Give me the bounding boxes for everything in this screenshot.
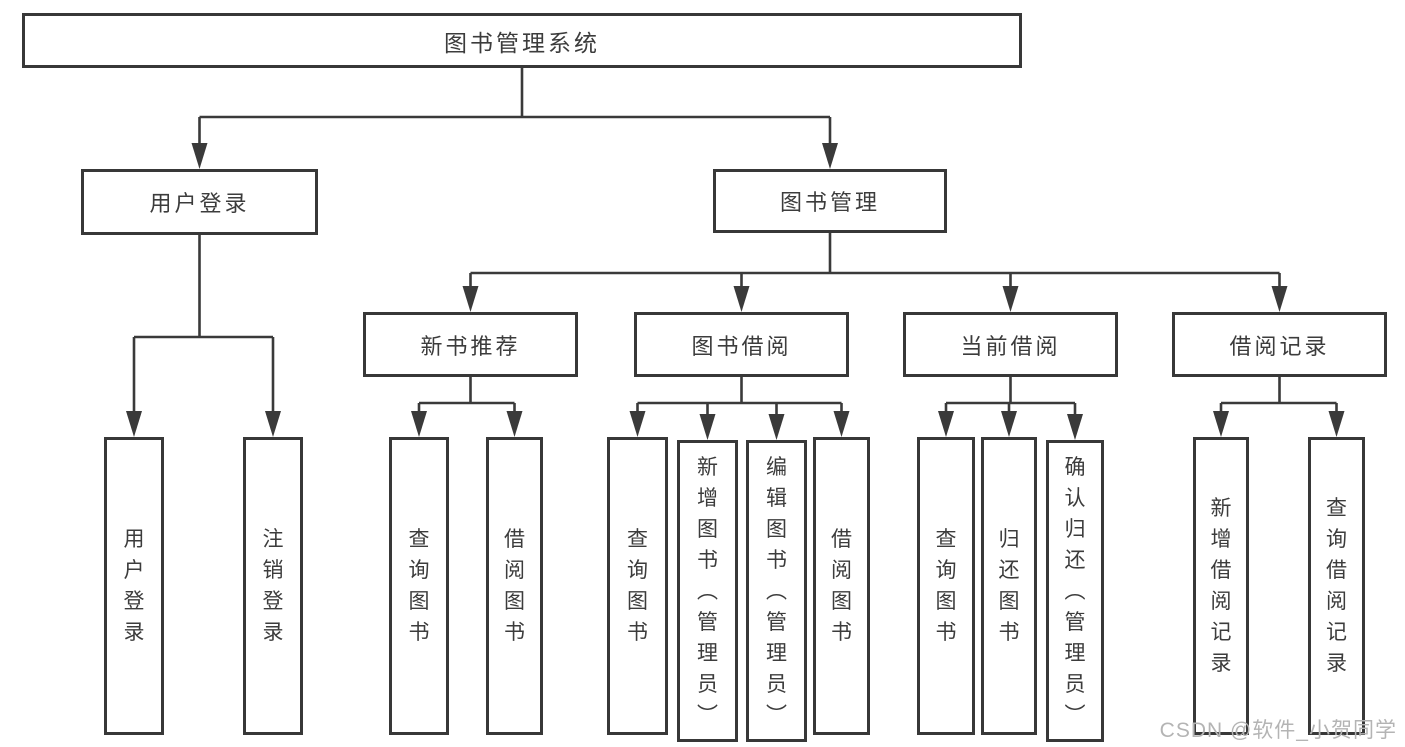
arrow-icon	[768, 414, 785, 440]
arrow-icon	[938, 411, 954, 437]
arrow-icon	[629, 411, 646, 437]
arrow-icon	[1213, 411, 1229, 437]
arrow-icon	[1002, 286, 1019, 312]
node-book-management-label: 图书管理	[779, 190, 880, 215]
leaf-cb-confirm-return-admin-label: 确认归还︵管理员︶	[1064, 455, 1086, 727]
arrow-icon	[699, 414, 716, 440]
leaf-cb-return-books: 归还图书	[981, 437, 1037, 735]
edge-userlogin-to-children	[132, 235, 275, 414]
arrow-icon	[191, 143, 208, 169]
leaf-bb-edit-books-admin-label: 编辑图书︵管理员︶	[766, 455, 787, 727]
edge-borrowrecords-to-children	[1219, 377, 1338, 414]
node-library-system-label: 图书管理系统	[444, 29, 600, 56]
arrow-icon	[833, 411, 850, 437]
arrow-icon	[1271, 286, 1288, 312]
leaf-nbr-query-books: 查询图书	[389, 437, 449, 735]
leaf-cb-return-books-label: 归还图书	[998, 528, 1020, 644]
arrow-icon	[1001, 411, 1017, 437]
edge-bookborrow-to-children	[636, 377, 843, 417]
leaf-bb-borrow-books-label: 借阅图书	[831, 528, 852, 644]
arrow-icon	[506, 411, 523, 437]
leaf-user-login: 用户登录	[104, 437, 164, 735]
leaf-logout: 注销登录	[243, 437, 303, 735]
node-current-borrowing-label: 当前借阅	[960, 333, 1061, 359]
node-user-login-group: 用户登录	[81, 169, 318, 235]
edge-root-to-level2	[198, 68, 832, 146]
node-library-system: 图书管理系统	[22, 13, 1022, 68]
arrowheads	[126, 143, 1345, 440]
watermark: CSDN @软件_小贺同学	[1159, 719, 1397, 742]
leaf-br-query-record: 查询借阅记录	[1308, 437, 1365, 735]
arrow-icon	[411, 411, 427, 437]
node-borrowing-records: 借阅记录	[1172, 312, 1387, 377]
leaf-bb-add-books-admin: 新增图书︵管理员︶	[677, 440, 738, 742]
arrow-icon	[1067, 414, 1083, 440]
edge-bookmgmt-to-level3	[469, 233, 1281, 290]
node-book-borrowing: 图书借阅	[634, 312, 849, 377]
node-book-borrowing-label: 图书借阅	[691, 333, 792, 359]
edge-newbookrec-to-children	[417, 377, 516, 414]
leaf-nbr-borrow-books: 借阅图书	[486, 437, 543, 735]
leaf-bb-edit-books-admin: 编辑图书︵管理员︶	[746, 440, 807, 742]
leaf-br-add-record-label: 新增借阅记录	[1210, 497, 1232, 675]
leaf-nbr-borrow-books-label: 借阅图书	[504, 528, 525, 644]
leaf-bb-query-books-label: 查询图书	[627, 528, 648, 644]
arrow-icon	[822, 143, 838, 169]
node-new-book-recommend-label: 新书推荐	[420, 333, 521, 359]
leaf-bb-query-books: 查询图书	[607, 437, 668, 735]
node-user-login-group-label: 用户登录	[149, 191, 250, 216]
arrow-icon	[1328, 411, 1345, 437]
leaf-bb-borrow-books: 借阅图书	[813, 437, 870, 735]
leaf-cb-query-books: 查询图书	[917, 437, 975, 735]
node-new-book-recommend: 新书推荐	[363, 312, 578, 377]
leaf-br-add-record: 新增借阅记录	[1193, 437, 1249, 735]
leaf-logout-label: 注销登录	[262, 528, 284, 644]
leaf-nbr-query-books-label: 查询图书	[408, 528, 430, 644]
leaf-br-query-record-label: 查询借阅记录	[1326, 497, 1347, 675]
node-book-management: 图书管理	[713, 169, 947, 233]
edge-currentborrow-to-children	[944, 377, 1077, 417]
arrow-icon	[462, 286, 479, 312]
node-borrowing-records-label: 借阅记录	[1229, 333, 1330, 359]
arrow-icon	[265, 411, 281, 437]
leaf-bb-add-books-admin-label: 新增图书︵管理员︶	[697, 455, 718, 727]
node-current-borrowing: 当前借阅	[903, 312, 1118, 377]
leaf-cb-query-books-label: 查询图书	[935, 528, 957, 644]
leaf-user-login-label: 用户登录	[123, 528, 145, 644]
leaf-cb-confirm-return-admin: 确认归还︵管理员︶	[1046, 440, 1104, 742]
arrow-icon	[733, 286, 750, 312]
arrow-icon	[126, 411, 142, 437]
